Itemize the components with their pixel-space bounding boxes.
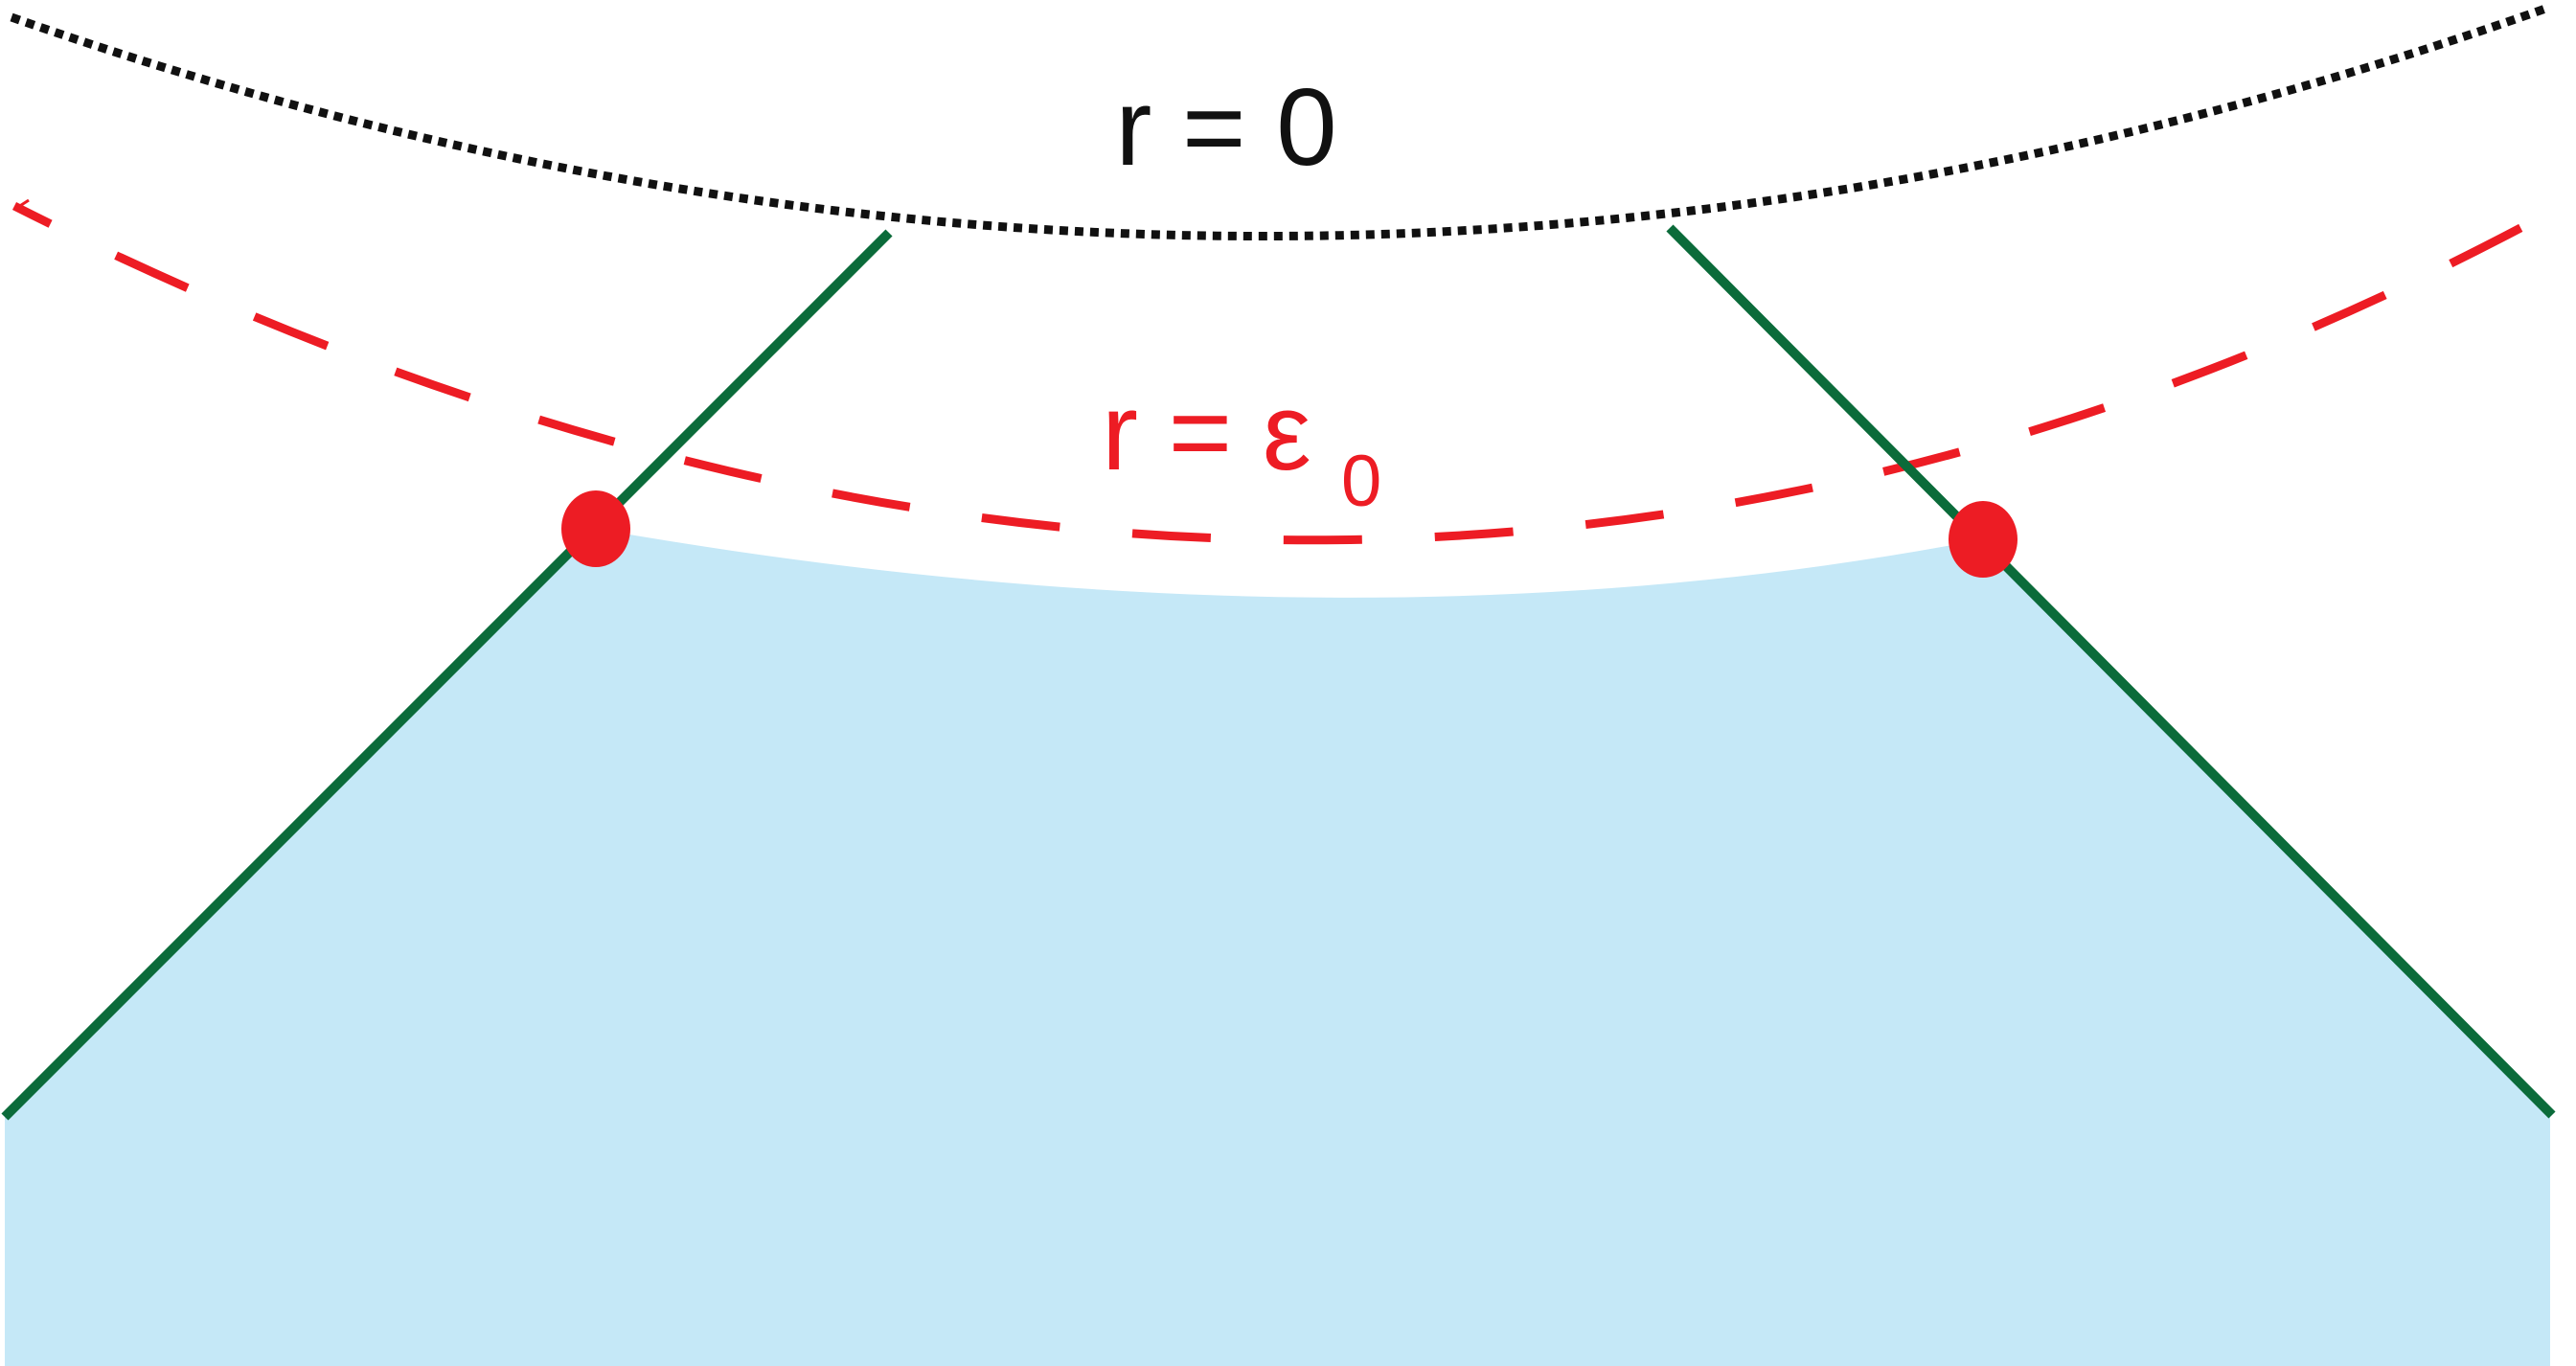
right-null-line bbox=[1666, 224, 2556, 1119]
cutoff-label-subscript: 0 bbox=[1341, 441, 1381, 522]
right-intersection-point bbox=[1949, 501, 2017, 578]
left-intersection-point bbox=[561, 490, 630, 567]
cutoff-curve-edge-dash bbox=[14, 198, 30, 211]
left-null-line bbox=[1, 229, 893, 1121]
bulk-region bbox=[5, 529, 2550, 1366]
cutoff-curve bbox=[11, 197, 2573, 545]
boundary-curve bbox=[10, 3, 2550, 241]
boundary-label: r = 0 bbox=[1115, 67, 1336, 189]
cutoff-label: r = ε bbox=[1102, 372, 1311, 493]
